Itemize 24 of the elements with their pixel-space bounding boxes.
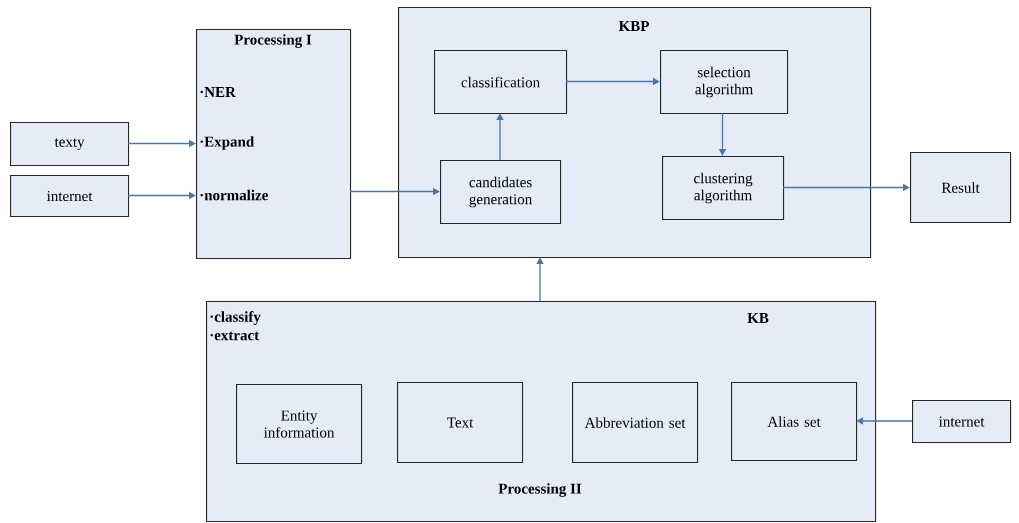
process-box: classification <box>434 50 568 115</box>
arrow <box>496 113 504 161</box>
box-heading: ·Expand <box>200 136 255 150</box>
process-box: Entity information <box>236 384 363 465</box>
arrow <box>536 257 544 302</box>
box-heading: ·NER <box>200 87 236 97</box>
process-box: Alias set <box>731 382 858 462</box>
process-box: texty <box>10 122 130 167</box>
box-heading: KBP <box>618 21 649 31</box>
box-heading: ·classify <box>210 311 261 325</box>
process-box: selection algorithm <box>660 50 789 115</box>
process-box: internet <box>912 400 1012 444</box>
box-heading: Processing II <box>498 483 582 497</box>
box-heading: Processing I <box>234 34 312 48</box>
process-box: internet <box>10 175 130 218</box>
process-box: clustering algorithm <box>662 156 785 221</box>
process-box: candidates generation <box>440 160 562 225</box>
process-box: Result <box>910 152 1012 224</box>
process-box: Abbreviation set <box>572 382 699 464</box>
box-heading: ·normalize <box>200 189 268 201</box>
box-heading: KB <box>747 313 769 323</box>
process-box: Text <box>397 382 524 464</box>
box-heading: ·extract <box>210 331 260 341</box>
arrow <box>856 417 913 425</box>
